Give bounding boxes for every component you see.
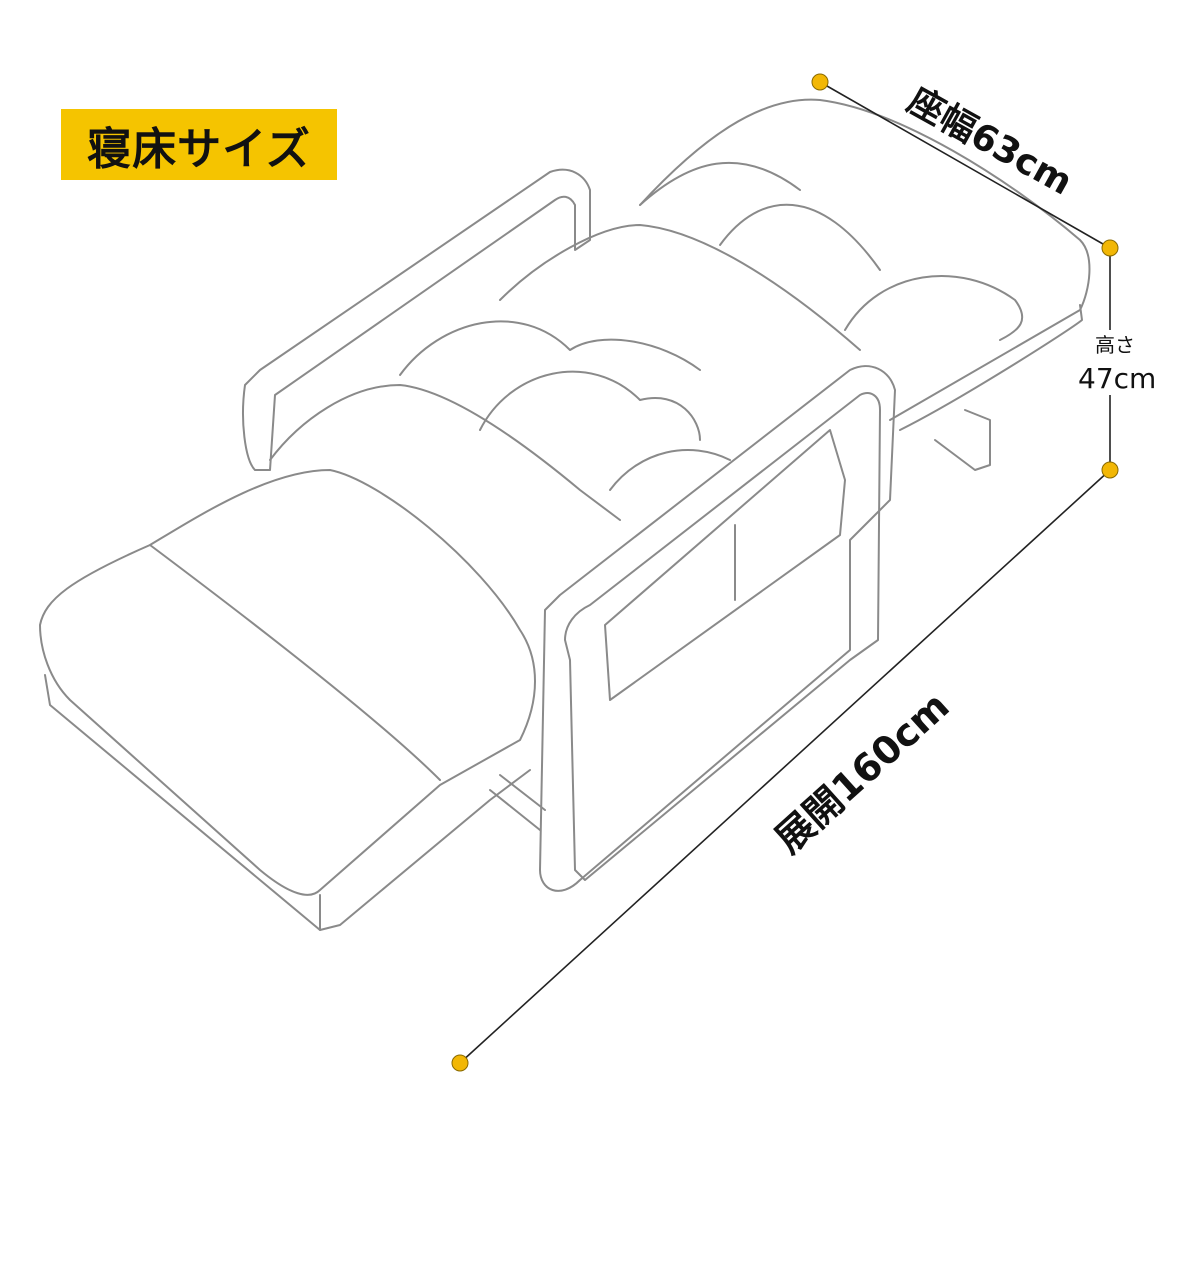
back-cushion-mid	[719, 203, 881, 271]
back-cushion-lower	[844, 275, 1024, 341]
title-badge: 寝床サイズ	[61, 109, 337, 180]
frame-rail	[489, 774, 546, 831]
sofa-bed-outline	[39, 98, 1091, 931]
footrest-base	[44, 674, 531, 931]
dimension-lines	[459, 81, 1111, 1064]
back-frame-side	[899, 304, 1083, 431]
footrest-cushion	[39, 469, 536, 896]
footrest-seam	[149, 544, 441, 781]
right-armrest-inner	[564, 392, 881, 881]
middle-cushion-front	[269, 384, 621, 521]
unfolded-length-label: 展開160cm	[767, 683, 958, 861]
middle-cushion-top	[499, 224, 861, 351]
height-label: 高さ	[1095, 333, 1135, 357]
left-armrest	[242, 168, 591, 471]
seat-width-line	[819, 81, 1111, 249]
right-armrest	[539, 365, 896, 892]
height-value: 47cm	[1078, 362, 1156, 395]
middle-cushion-row-1	[399, 320, 701, 376]
length-end-dot	[451, 1054, 469, 1072]
back-leg	[934, 409, 991, 471]
height-end-dot	[1101, 461, 1119, 479]
side-pocket	[604, 429, 846, 701]
back-cushion-base	[639, 98, 1091, 421]
back-cushion-top-row	[639, 161, 801, 206]
middle-cushion-row-2	[479, 370, 701, 441]
badge-title: 寝床サイズ	[87, 123, 311, 175]
seat-width-end-dot	[1101, 239, 1119, 257]
seat-width-label: 座幅63cm	[901, 80, 1079, 204]
dimension-endpoints	[451, 73, 1119, 1072]
middle-cushion-row-3	[609, 449, 731, 491]
length-line	[459, 469, 1111, 1064]
seat-width-start-dot	[811, 73, 829, 91]
